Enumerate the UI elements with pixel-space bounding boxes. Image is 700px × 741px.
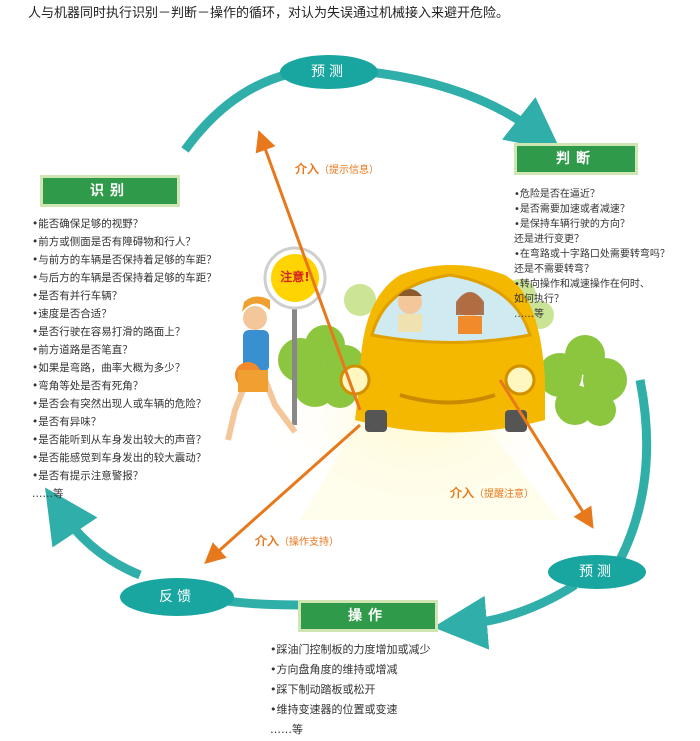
yellow-car — [339, 265, 545, 433]
judgment-item: 还是不需要转弯？ — [514, 264, 594, 275]
operation-item: ……等 — [270, 723, 303, 736]
recognition-item: •是否有异味？ — [32, 416, 102, 428]
cycle-arc-right — [615, 379, 652, 563]
judgment-item: ……等 — [514, 309, 544, 320]
recognition-item: •是否会有突然出现人或车辆的危险？ — [32, 398, 207, 410]
intervene-info-label: 介入（提示信息） — [295, 162, 380, 176]
judgment-item: •在弯路或十字路口处需要转弯吗？ — [514, 249, 670, 260]
judgment-item: •危险是否在逼近？ — [514, 189, 600, 200]
intervene-support-label: 介入（操作支持） — [255, 534, 340, 548]
recognition-item: •前方道路是否笔直？ — [32, 344, 133, 356]
recognition-item: •弯角等处是否有死角？ — [32, 380, 144, 392]
operation-list: •踩油门控制板的力度增加或减少 •方向盘角度的维持或增减 •踩下制动踏板或松开 •维持… — [270, 640, 431, 740]
recognition-item: •是否有提示注意警报？ — [32, 470, 144, 482]
page-title: 人与机器同时执行识别－判断－操作的循环，对认为失误通过机械接入来避开危险。 — [28, 6, 510, 21]
cycle-arc-bottom-right — [433, 581, 578, 650]
recognition-box: 识别 — [40, 175, 180, 207]
recognition-item: •前方或侧面是否有障碍物和行人？ — [32, 236, 196, 248]
judgment-list: •危险是否在逼近？ •是否需要加速或者减速？ •是保持车辆行驶的方向？ 还是进行变更… — [514, 187, 670, 322]
predict-top-oval: 预测 — [280, 55, 378, 89]
recognition-item: •能否确保足够的视野？ — [32, 218, 144, 230]
predict-right-oval: 预测 — [548, 555, 646, 589]
recognition-item: •如果是弯路，曲率大概为多少？ — [32, 362, 186, 374]
intervene-remind-label: 介入（提醒注意） — [450, 486, 535, 500]
recognition-item: •是否能听到从车身发出较大的声音？ — [32, 434, 207, 446]
arrow-remind — [498, 379, 594, 529]
operation-item: •方向盘角度的维持或增减 — [270, 663, 398, 676]
recognition-item: •是否行驶在容易打滑的路面上？ — [32, 326, 186, 338]
judgment-box: 判断 — [514, 143, 638, 175]
arrow-support — [204, 423, 361, 564]
child-pedestrian — [225, 296, 298, 441]
feedback-oval: 反馈 — [120, 578, 234, 616]
operation-item: •踩下制动踏板或松开 — [270, 683, 376, 696]
operation-item: •维持变速器的位置或变速 — [270, 703, 398, 716]
arrow-info — [255, 130, 362, 411]
judgment-item: •转向操作和减速操作在何时、 — [514, 279, 650, 290]
bushes-right — [538, 335, 627, 426]
recognition-item: ……等 — [32, 488, 64, 500]
recognition-item: •是否能感觉到车身发出的较大震动？ — [32, 452, 207, 464]
recognition-item: •与后方的车辆是否保持着足够的车距？ — [32, 272, 217, 284]
operation-item: •踩油门控制板的力度增加或减少 — [270, 643, 431, 656]
judgment-item: •是保持车辆行驶的方向？ — [514, 219, 630, 230]
caution-sign-text: 注意! — [280, 270, 310, 284]
judgment-item: 还是进行变更？ — [514, 234, 584, 245]
sign-pole — [292, 280, 297, 425]
judgment-item: 如何执行？ — [514, 294, 564, 305]
judgment-item: •是否需要加速或者减速？ — [514, 204, 630, 215]
recognition-list: •能否确保足够的视野？ •前方或侧面是否有障碍物和行人？ •与前方的车辆是否保持着足… — [32, 215, 217, 503]
recognition-item: •速度是否合适？ — [32, 308, 112, 320]
operation-box: 操作 — [298, 600, 438, 632]
cycle-arc-left — [45, 487, 142, 580]
recognition-item: •与前方的车辆是否保持着足够的车距？ — [32, 254, 217, 266]
recognition-item: •是否有并行车辆？ — [32, 290, 123, 302]
